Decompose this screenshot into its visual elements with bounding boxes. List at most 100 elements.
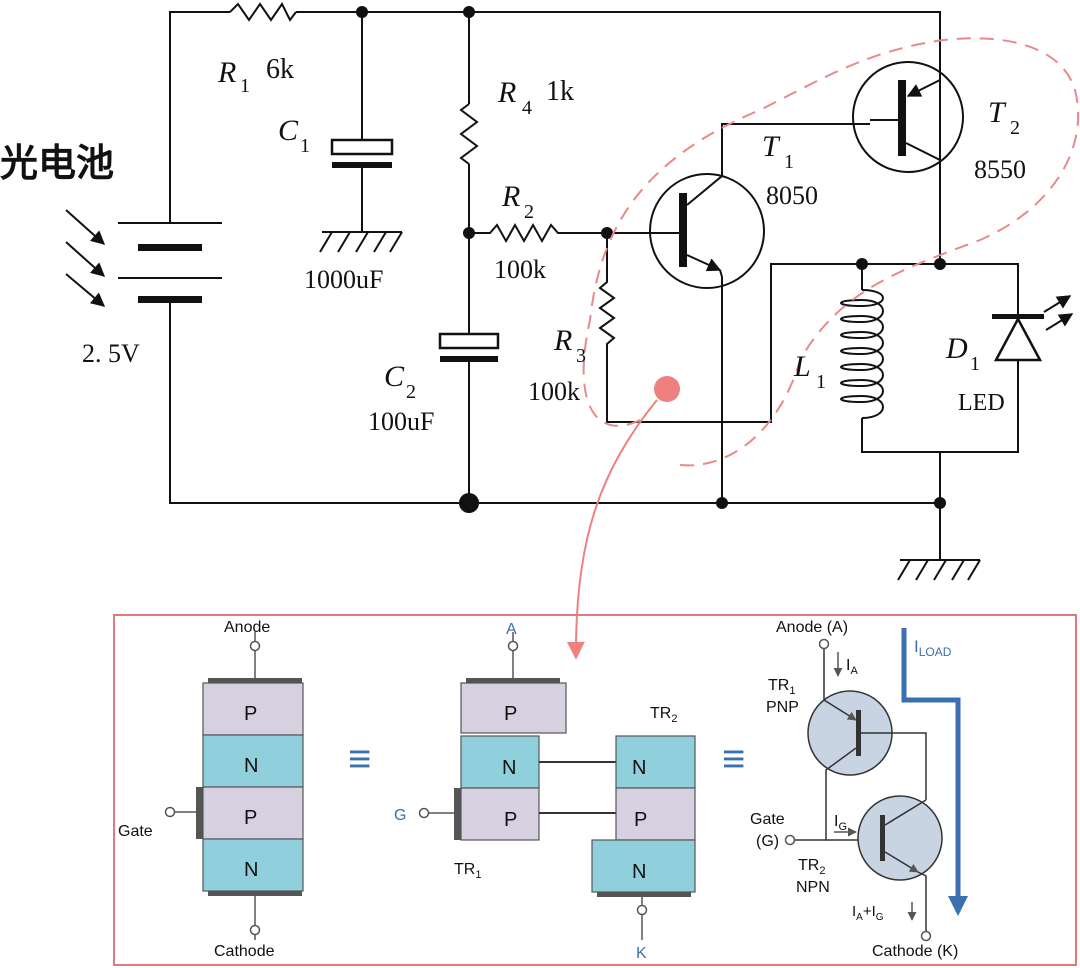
r3-name: R bbox=[553, 324, 572, 357]
right-gate-label: Gate bbox=[750, 811, 785, 828]
left-gate-label: Gate bbox=[118, 823, 153, 840]
equiv-symbol-1: ≡ bbox=[348, 737, 371, 781]
left-layer-4: N bbox=[244, 859, 258, 881]
r2-value: 100k bbox=[494, 255, 546, 284]
mid-tr2-layer-1: N bbox=[632, 757, 646, 779]
source-voltage: 2. 5V bbox=[82, 339, 140, 368]
right-tr2-type: NPN bbox=[796, 879, 830, 896]
t1-name: T bbox=[762, 130, 781, 163]
r4-sub: 4 bbox=[522, 97, 532, 119]
highlight-region bbox=[582, 37, 1080, 467]
highlight-arrow bbox=[566, 399, 658, 660]
r4-name: R bbox=[497, 76, 516, 109]
wire-top-rail bbox=[296, 11, 941, 160]
junction-dot bbox=[716, 497, 728, 509]
junction-dot bbox=[601, 227, 613, 239]
c2-plate-pos bbox=[438, 332, 500, 350]
c1-plate-pos bbox=[330, 138, 394, 156]
d1-value: LED bbox=[958, 390, 1005, 416]
right-tr1-label: TR1 bbox=[768, 677, 795, 697]
c1-name: C bbox=[278, 114, 299, 147]
t2-value: 8550 bbox=[974, 155, 1026, 184]
mid-tr1-label: TR1 bbox=[454, 861, 481, 881]
d1-name: D bbox=[945, 332, 968, 365]
middle-a-label: A bbox=[506, 621, 517, 638]
t2-name: T bbox=[988, 96, 1007, 129]
right-ia-label: IA bbox=[846, 657, 858, 677]
d1-led bbox=[992, 295, 1074, 364]
source-label: 光电池 bbox=[0, 143, 114, 185]
right-tr2-label: TR2 bbox=[798, 857, 825, 877]
c1-sub: 1 bbox=[300, 135, 310, 157]
right-iaig-label: IA+IG bbox=[852, 903, 884, 923]
left-layer-2: N bbox=[244, 755, 258, 777]
equiv-symbol-2: ≡ bbox=[722, 737, 745, 781]
r3-value: 100k bbox=[528, 377, 580, 406]
c2-sub: 2 bbox=[406, 381, 416, 403]
r4-value: 1k bbox=[546, 76, 574, 107]
c1-value: 1000uF bbox=[304, 265, 383, 294]
iload-label: ILOAD bbox=[914, 637, 952, 659]
wire-left-top bbox=[169, 11, 230, 223]
c2-name: C bbox=[384, 360, 405, 393]
thyristor-schematic bbox=[784, 628, 968, 942]
left-layer-1: P bbox=[244, 703, 257, 725]
l1-name: L bbox=[793, 350, 811, 383]
wire-bottom-rail bbox=[169, 302, 940, 504]
l1-inductor bbox=[840, 264, 1019, 453]
l1-sub: 1 bbox=[816, 371, 826, 393]
mid-tr2-label: TR2 bbox=[650, 705, 677, 725]
junction-dot bbox=[934, 258, 946, 270]
middle-k-label: K bbox=[636, 945, 647, 962]
pnpn-stack bbox=[164, 632, 304, 940]
left-anode-label: Anode bbox=[224, 619, 270, 636]
t1-value: 8050 bbox=[766, 181, 818, 210]
r3-resistor bbox=[598, 233, 1019, 423]
t1-sub: 1 bbox=[784, 151, 794, 173]
d1-sub: 1 bbox=[970, 353, 980, 375]
panel-frame bbox=[113, 614, 1077, 966]
light-arrows-icon bbox=[65, 209, 106, 307]
r3-sub: 3 bbox=[576, 345, 586, 367]
r1-name: R bbox=[217, 56, 236, 89]
r1-sub: 1 bbox=[240, 75, 250, 97]
mid-tr1-layer-3: P bbox=[504, 809, 517, 831]
r2-name: R bbox=[501, 180, 520, 213]
mid-tr1-layer-2: N bbox=[502, 757, 516, 779]
battery-cell bbox=[118, 222, 222, 303]
junction-dot bbox=[463, 6, 475, 18]
junction-dot bbox=[356, 6, 368, 18]
c1-ground-icon bbox=[319, 231, 403, 253]
right-tr1-type: PNP bbox=[766, 699, 799, 716]
top-circuit: 光电池 2. 5V R 1 6k C 1 1000uF R 4 1k R 2 1… bbox=[0, 2, 1080, 660]
left-layer-3: P bbox=[244, 807, 257, 829]
c2-value: 100uF bbox=[368, 407, 434, 436]
c2-plate-neg bbox=[440, 356, 498, 362]
r1-resistor bbox=[229, 2, 297, 22]
main-ground-icon bbox=[897, 559, 981, 581]
t2-sub: 2 bbox=[1010, 117, 1020, 139]
t1-transistor bbox=[649, 123, 870, 503]
left-cathode-label: Cathode bbox=[214, 943, 275, 960]
middle-g-label: G bbox=[394, 807, 406, 824]
junction-dot bbox=[463, 227, 475, 239]
r2-resistor bbox=[469, 222, 607, 244]
right-anode-label: Anode (A) bbox=[776, 619, 848, 636]
mid-tr1-layer-1: P bbox=[504, 703, 517, 725]
r4-resistor bbox=[459, 103, 479, 165]
c1-plate-neg bbox=[332, 162, 392, 168]
right-ig-label: IG bbox=[834, 813, 847, 833]
mid-tr2-layer-2: P bbox=[634, 809, 647, 831]
junction-dot bbox=[856, 258, 868, 270]
thyristor-panel: Anode Cathode Gate P N P N ≡ ≡ bbox=[113, 614, 1077, 966]
right-cathode-label: Cathode (K) bbox=[872, 943, 958, 960]
two-transistor-model bbox=[418, 632, 696, 940]
t2-transistor bbox=[852, 61, 964, 264]
junction-dot bbox=[459, 493, 479, 513]
mid-tr2-layer-3: N bbox=[632, 861, 646, 883]
r2-sub: 2 bbox=[524, 201, 534, 223]
highlight-dot bbox=[654, 376, 680, 402]
r1-value: 6k bbox=[266, 54, 294, 85]
right-gate-g-label: (G) bbox=[756, 833, 779, 850]
